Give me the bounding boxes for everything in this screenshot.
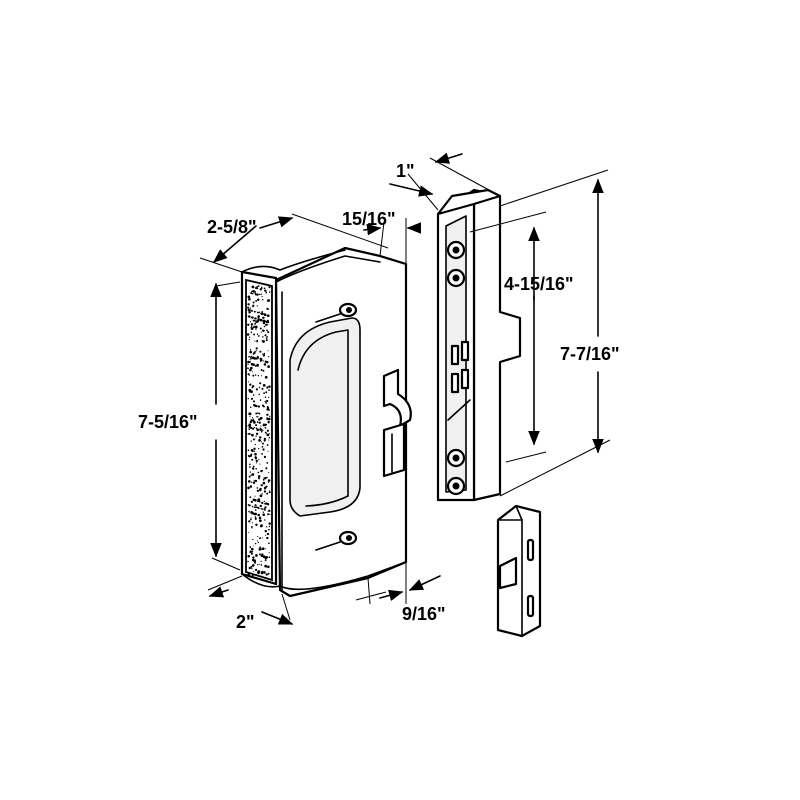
plate-holes — [446, 240, 466, 496]
dim-mount-height: 7-7/16" — [560, 344, 620, 364]
dimension-lines — [199, 152, 611, 625]
dim-handle-offset: 9/16" — [402, 604, 446, 624]
dim-handle-base: 2" — [236, 612, 255, 632]
dim-mount-depth: 1" — [396, 161, 415, 181]
handle — [240, 246, 412, 598]
textured-grip-strip — [245, 278, 273, 582]
plate-pins — [450, 340, 470, 394]
dim-handle-height: 7-5/16" — [138, 412, 198, 432]
dim-handle-depth: 15/16" — [342, 209, 396, 229]
lower-screw-icon — [315, 530, 358, 551]
dim-handle-width: 2-5/8" — [207, 217, 257, 237]
keeper-bracket — [496, 504, 542, 638]
upper-screw-icon — [315, 302, 358, 323]
dim-hole-spacing: 4-15/16" — [504, 274, 574, 294]
mounting-plate — [436, 188, 522, 502]
